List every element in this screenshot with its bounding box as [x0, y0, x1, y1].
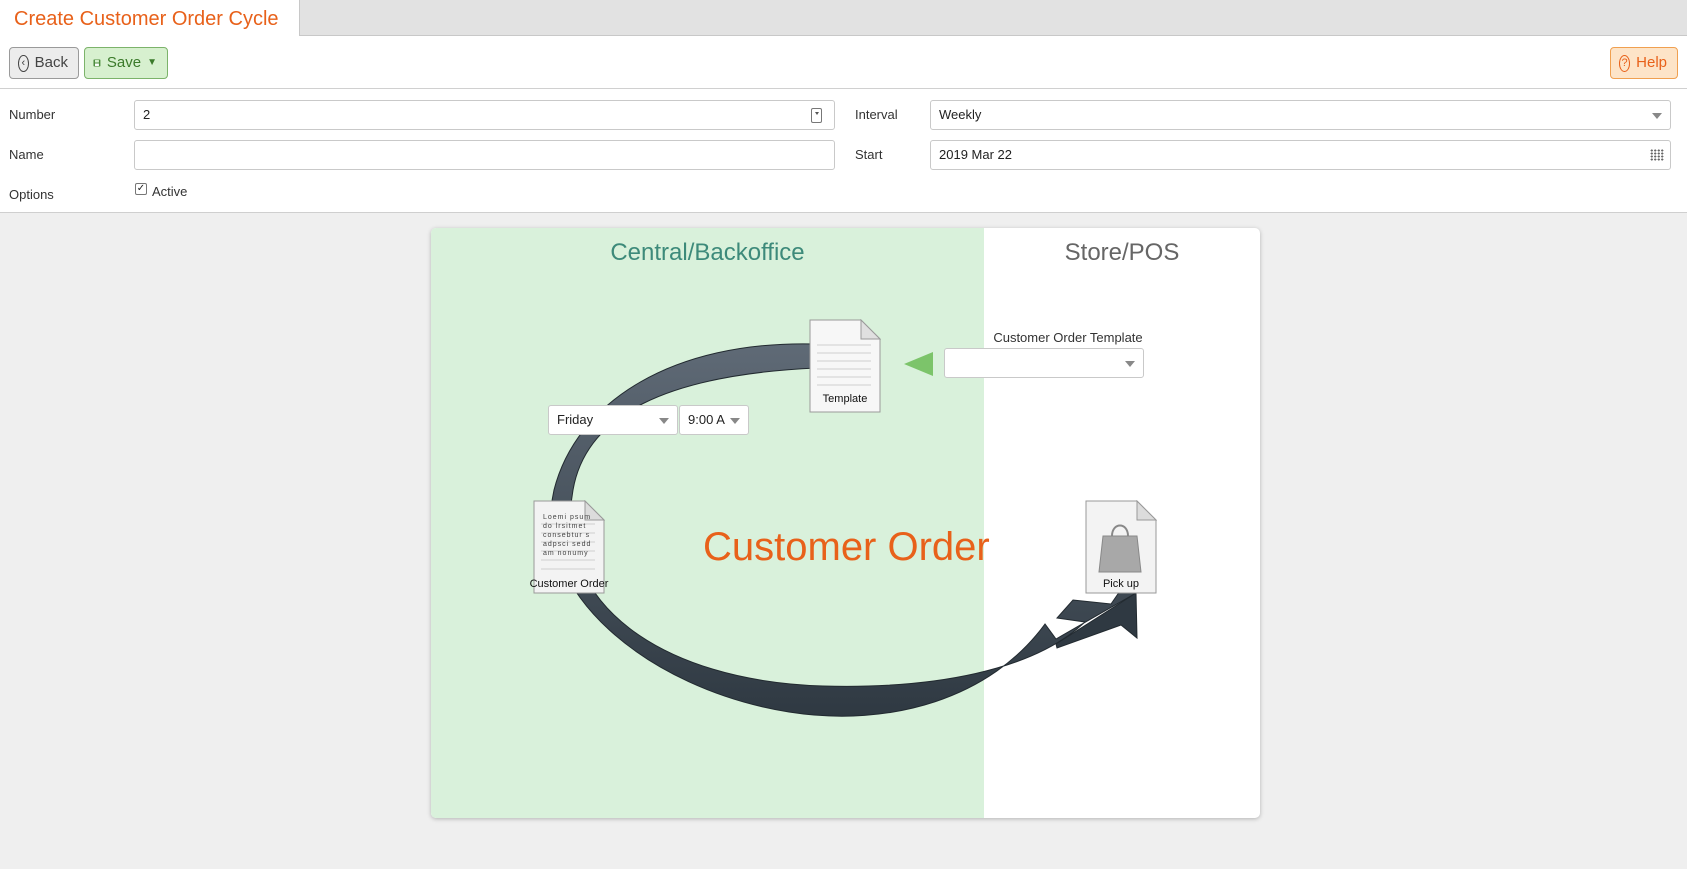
store-zone-title: Store/POS: [1064, 239, 1180, 266]
time-select[interactable]: 9:00 A: [679, 405, 749, 435]
start-date-input[interactable]: 2019 Mar 22: [930, 140, 1671, 170]
green-left-arrow: [904, 352, 933, 376]
help-button-label: Help: [1636, 54, 1667, 71]
tab-title: Create Customer Order Cycle: [14, 8, 279, 30]
day-select[interactable]: Friday: [548, 405, 678, 435]
interval-value: Weekly: [939, 107, 982, 122]
number-input[interactable]: 2: [134, 100, 835, 130]
start-label: Start: [855, 147, 883, 162]
save-button[interactable]: Save ▼: [84, 47, 168, 79]
template-document-icon: [809, 319, 881, 413]
name-field[interactable]: [143, 141, 834, 169]
day-value: Friday: [557, 412, 594, 427]
order-cycle-diagram: Central/Backoffice Store/POS Template: [431, 228, 1260, 818]
time-value: 9:00 A: [688, 412, 725, 427]
back-button[interactable]: ‹ Back: [9, 47, 79, 79]
shopping-bag-icon: [1085, 500, 1157, 594]
template-select-label: Customer Order Template: [993, 330, 1143, 345]
active-checkbox[interactable]: ✓: [135, 183, 147, 195]
interval-label: Interval: [855, 107, 898, 122]
question-icon: ?: [1619, 54, 1631, 72]
tab-strip: Create Customer Order Cycle: [0, 0, 1687, 37]
options-label: Options: [9, 187, 54, 202]
template-doc-label: Template: [822, 393, 868, 405]
start-value: 2019 Mar 22: [939, 147, 1012, 162]
tab-create-customer-order-cycle[interactable]: Create Customer Order Cycle: [0, 0, 300, 37]
chevron-down-icon: [659, 418, 669, 424]
chevron-down-icon: [1125, 361, 1135, 367]
diagram-center-title: Customer Order: [703, 525, 990, 569]
customer-order-doc-text: Loemi psumdo lrsitmet consebtur sadpsci …: [543, 514, 592, 557]
cycle-arrow-head: [1055, 592, 1138, 649]
customer-order-doc-label: Customer Order: [529, 578, 609, 590]
toolbar: ‹ Back Save ▼ ? Help: [0, 36, 1687, 89]
central-backoffice-zone: [431, 228, 984, 818]
back-arrow-icon: ‹: [18, 54, 29, 72]
calendar-icon[interactable]: [1650, 149, 1664, 161]
central-zone-title: Central/Backoffice: [610, 239, 805, 266]
name-input[interactable]: [134, 140, 835, 170]
interval-select[interactable]: Weekly: [930, 100, 1671, 130]
back-button-label: Back: [34, 54, 68, 71]
floppy-disk-icon: [93, 59, 101, 67]
chevron-down-icon: [730, 418, 740, 424]
template-select[interactable]: [944, 348, 1144, 378]
cycle-form: Number 2 Name Options ✓ Active Interval …: [0, 89, 1687, 213]
number-value: 2: [143, 107, 151, 122]
active-label: Active: [152, 184, 188, 199]
chevron-down-icon: [1652, 113, 1662, 119]
number-label: Number: [9, 107, 56, 122]
stepper-icon[interactable]: [811, 108, 822, 123]
help-button[interactable]: ? Help: [1610, 47, 1678, 79]
caret-down-icon: ▼: [147, 57, 157, 68]
customer-order-document-icon: [533, 500, 605, 594]
pickup-doc-label: Pick up: [1102, 578, 1140, 590]
name-label: Name: [9, 147, 44, 162]
save-button-label: Save: [106, 54, 142, 71]
